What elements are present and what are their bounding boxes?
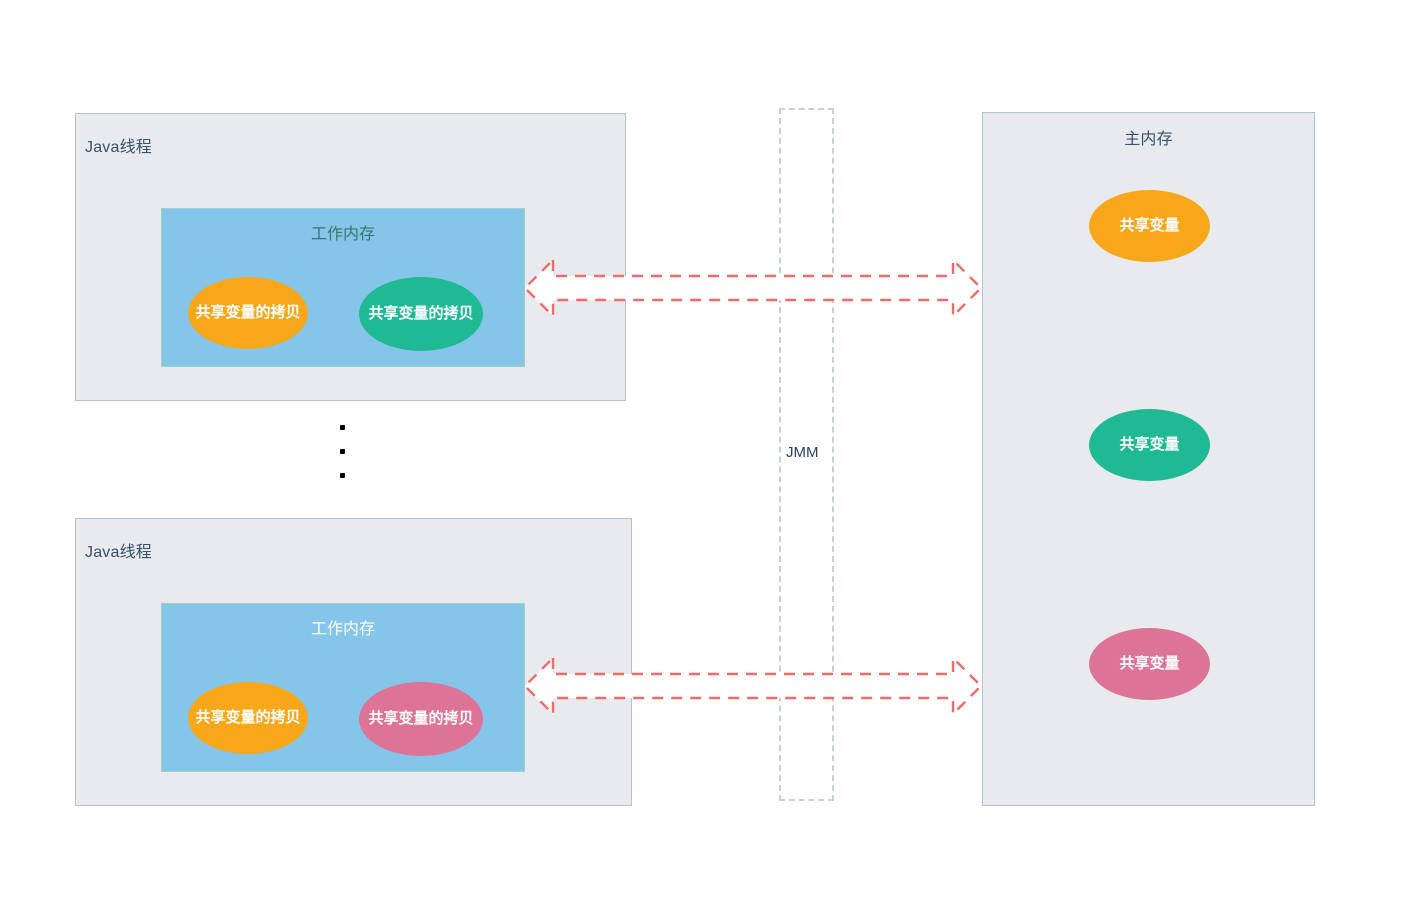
- shared-variable-ellipse: 共享变量: [1089, 628, 1210, 700]
- ellipsis-dot: [340, 473, 345, 478]
- java-thread-box-bottom: Java线程 工作内存 共享变量的拷贝 共享变量的拷贝: [75, 518, 632, 806]
- arrow-shape: [523, 257, 983, 319]
- shared-variable-copy-ellipse: 共享变量的拷贝: [188, 277, 308, 349]
- shared-variable-copy-ellipse: 共享变量的拷贝: [359, 277, 483, 351]
- sync-arrow-top: [523, 257, 983, 319]
- working-memory-box-top: 工作内存 共享变量的拷贝 共享变量的拷贝: [161, 208, 525, 367]
- shared-variable-copy-ellipse: 共享变量的拷贝: [188, 682, 308, 754]
- shared-variable-ellipse: 共享变量: [1089, 190, 1210, 262]
- main-memory-box: 主内存 共享变量 共享变量 共享变量: [982, 112, 1315, 806]
- java-thread-box-top: Java线程 工作内存 共享变量的拷贝 共享变量的拷贝: [75, 113, 626, 401]
- ellipse-label: 共享变量的拷贝: [368, 305, 474, 323]
- ellipsis-dot: [340, 449, 345, 454]
- sync-arrow-bottom: [523, 655, 983, 717]
- jmm-boundary-box: [779, 108, 834, 801]
- jmm-label: JMM: [786, 444, 819, 461]
- thread-ellipsis-dots: [340, 425, 345, 478]
- java-thread-label-bottom: Java线程: [85, 544, 152, 561]
- working-memory-box-bottom: 工作内存 共享变量的拷贝 共享变量的拷贝: [161, 603, 525, 772]
- ellipse-label: 共享变量的拷贝: [195, 304, 301, 322]
- ellipse-label: 共享变量: [1119, 217, 1180, 235]
- ellipse-label: 共享变量的拷贝: [368, 710, 474, 728]
- java-thread-label-top: Java线程: [85, 139, 152, 156]
- working-memory-label-bottom: 工作内存: [310, 621, 375, 638]
- arrow-shape: [523, 655, 983, 717]
- ellipse-label: 共享变量: [1119, 655, 1180, 673]
- ellipse-label: 共享变量: [1119, 436, 1180, 454]
- main-memory-label: 主内存: [1124, 131, 1173, 148]
- shared-variable-ellipse: 共享变量: [1089, 409, 1210, 481]
- ellipse-label: 共享变量的拷贝: [195, 709, 301, 727]
- working-memory-label-top: 工作内存: [310, 226, 375, 243]
- shared-variable-copy-ellipse: 共享变量的拷贝: [359, 682, 483, 756]
- ellipsis-dot: [340, 425, 345, 430]
